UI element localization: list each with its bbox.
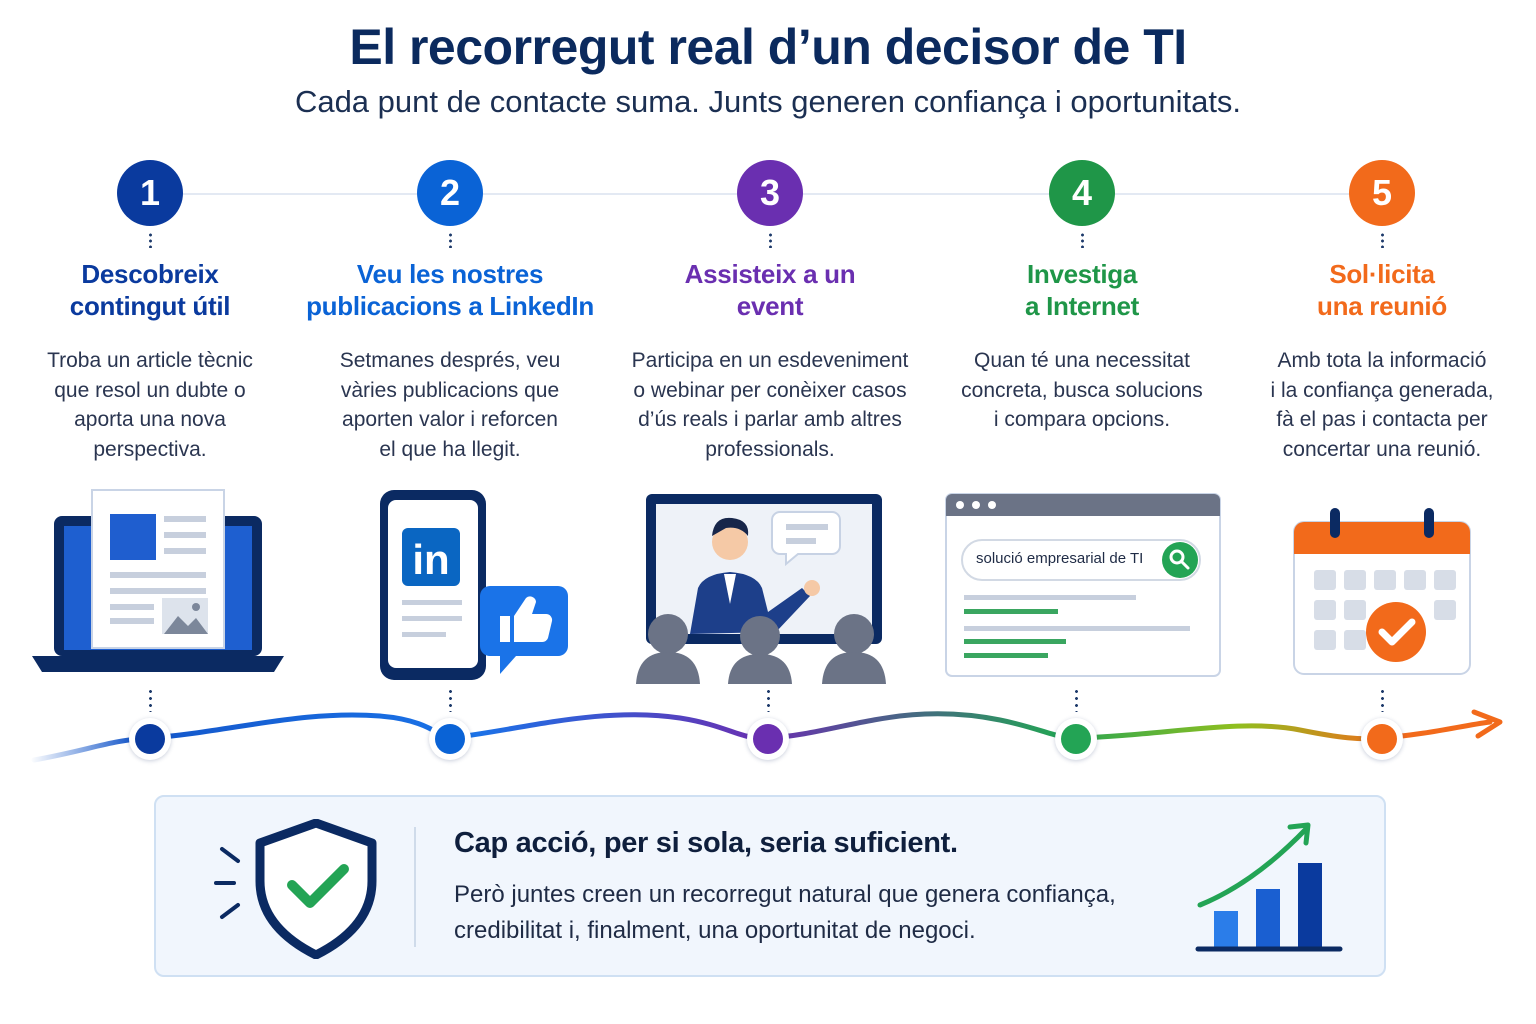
step-3: 3 Assisteix a un event Participa en un e… bbox=[620, 160, 920, 464]
laptop-article-icon bbox=[32, 489, 284, 672]
dotted-connector bbox=[1075, 688, 1078, 712]
step-number-badge: 2 bbox=[417, 160, 483, 226]
step-description: Troba un article tècnic que resol un dub… bbox=[47, 349, 253, 461]
step-number-badge: 3 bbox=[737, 160, 803, 226]
dotted-connector bbox=[767, 688, 770, 712]
step-description: Setmanes després, veu vàries publicacion… bbox=[339, 349, 561, 461]
step-title: Descobreix contingut útil bbox=[69, 259, 231, 321]
dotted-connector bbox=[448, 232, 452, 248]
calendar-check-icon bbox=[1293, 508, 1471, 675]
dotted-connector bbox=[1381, 688, 1384, 712]
linkedin-logo-text: in bbox=[412, 536, 449, 583]
step-description: Quan té una necessitat concreta, busca s… bbox=[961, 349, 1203, 431]
step-2: 2 Veu les nostres publicacions a LinkedI… bbox=[300, 160, 600, 464]
step-5: 5 Sol·licita una reunió Amb tota la info… bbox=[1232, 160, 1532, 464]
step-title: Sol·licita una reunió bbox=[1317, 259, 1447, 321]
step-title: Veu les nostres publicacions a LinkedIn bbox=[306, 259, 594, 321]
step-1: 1 Descobreix contingut útil Troba un art… bbox=[0, 160, 300, 464]
summary-divider bbox=[414, 827, 416, 947]
summary-headline: Cap acció, per si sola, seria suficient. bbox=[454, 827, 958, 859]
dotted-connector bbox=[449, 688, 452, 712]
journey-node-5 bbox=[1361, 718, 1403, 760]
browser-window: solució empresarial de TI bbox=[944, 492, 1222, 678]
summary-body: Però juntes creen un recorregut natural … bbox=[454, 881, 1116, 944]
step-title: Assisteix a un event bbox=[684, 259, 856, 321]
step-number-badge: 1 bbox=[117, 160, 183, 226]
dotted-connector bbox=[1080, 232, 1084, 248]
step-4: 4 Investiga a Internet Quan té una neces… bbox=[932, 160, 1232, 435]
dotted-connector bbox=[149, 688, 152, 712]
journey-node-4 bbox=[1055, 718, 1097, 760]
dotted-connector bbox=[1380, 232, 1384, 248]
linkedin-phone-icon: in bbox=[380, 490, 568, 680]
journey-node-2 bbox=[429, 718, 471, 760]
step-description: Participa en un esdeveniment o webinar p… bbox=[631, 349, 909, 461]
step-title: Investiga a Internet bbox=[1024, 259, 1140, 321]
browser-search-icon bbox=[945, 493, 1221, 677]
growth-chart-icon bbox=[1195, 822, 1343, 952]
step-number-badge: 5 bbox=[1349, 160, 1415, 226]
dotted-connector bbox=[768, 232, 772, 248]
step-description: Amb tota la informació i la confiança ge… bbox=[1270, 349, 1494, 461]
journey-node-3 bbox=[747, 718, 789, 760]
step-number-badge: 4 bbox=[1049, 160, 1115, 226]
page-subtitle: Cada punt de contacte suma. Junts genere… bbox=[294, 84, 1242, 119]
webinar-screen-icon bbox=[636, 494, 886, 684]
dotted-connector bbox=[148, 232, 152, 248]
journey-node-1 bbox=[129, 718, 171, 760]
summary-box: Cap acció, per si sola, seria suficient.… bbox=[154, 795, 1386, 977]
shield-check-icon bbox=[214, 819, 377, 959]
page-title: El recorregut real d’un decisor de TI bbox=[349, 19, 1187, 75]
search-query-text: solució empresarial de TI bbox=[976, 550, 1144, 567]
